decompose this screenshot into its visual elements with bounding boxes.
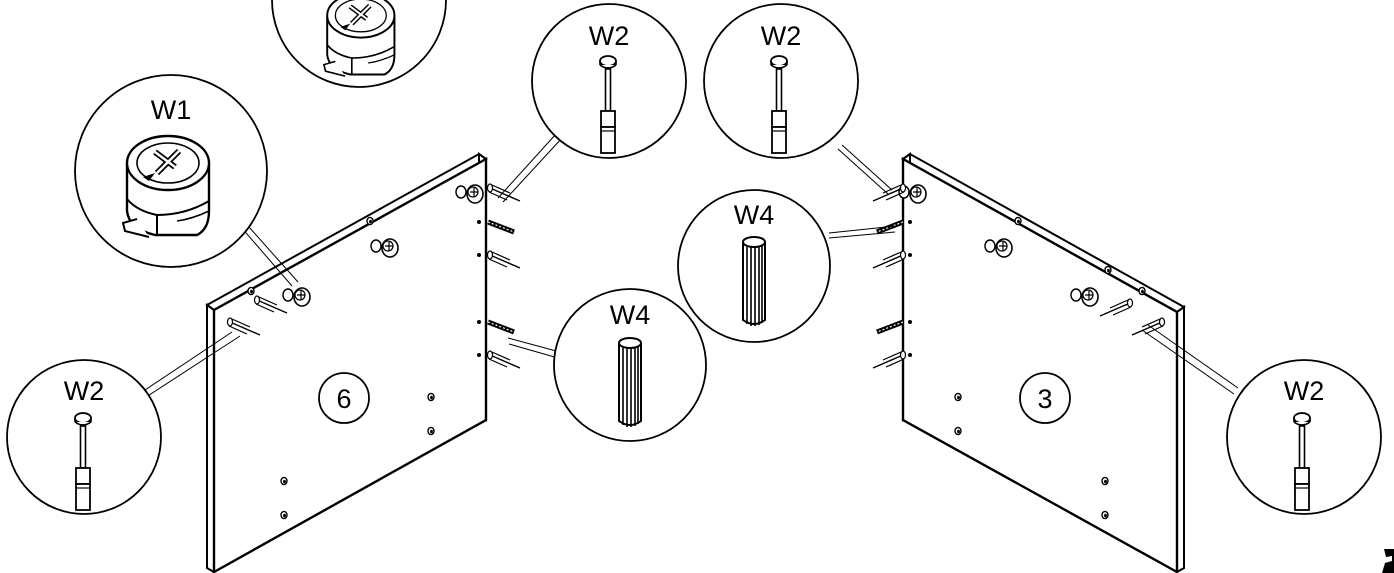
callout-label-w2: W2 [761,21,802,51]
hole-mark [366,216,374,226]
left-panel: 6 [205,152,521,573]
hole-mark [427,426,435,436]
callout-label-w2: W2 [1284,376,1325,406]
dowel-icon [877,322,903,332]
callout-label-w4: W4 [610,300,651,330]
dowel-icon [618,337,642,428]
callout-w4-right: W4 [677,189,831,343]
pin-icon [486,183,521,202]
pin-icon [486,350,521,369]
hole-mark [954,392,962,402]
dowel-icon [488,322,514,332]
pin-icon [872,350,907,369]
callout-w1: W1 [74,74,268,268]
hole-mark [280,476,288,486]
callout-label-w1: W1 [151,95,192,125]
pin-icon [872,250,907,269]
hole-mark [247,286,255,296]
panel-number-left: 6 [336,384,351,414]
leader-lines [135,133,1239,402]
corner-mark-icon [1382,549,1394,573]
panel-number-badge [1019,372,1071,424]
callout-w2-left: W2 [6,359,162,515]
hole-mark [1014,216,1022,226]
callout-label-w2: W2 [589,21,630,51]
callout-label-w2: W2 [64,376,105,406]
hole-mark [427,392,435,402]
callout-w1-top [271,0,447,88]
cam-lock-icon [123,136,209,237]
dowel-icon [742,236,766,327]
cam-lock-icon [324,0,395,76]
dowel-icon [488,222,514,232]
hole-mark [1104,265,1112,275]
hole-mark [1101,476,1109,486]
callout-label-w4: W4 [734,200,775,230]
callout-w2-top-left: W2 [531,3,687,159]
hole-mark [954,426,962,436]
callout-w2-right: W2 [1226,359,1382,515]
hole-mark [1101,510,1109,520]
callout-w4-left: W4 [553,288,707,442]
pin-icon [486,250,521,269]
panel-number-badge [318,372,370,424]
panel-number-right: 3 [1037,384,1052,414]
hole-mark [1138,286,1146,296]
right-panel: 3 [872,152,1186,573]
hole-mark [280,510,288,520]
callout-w2-top-right: W2 [703,3,859,159]
